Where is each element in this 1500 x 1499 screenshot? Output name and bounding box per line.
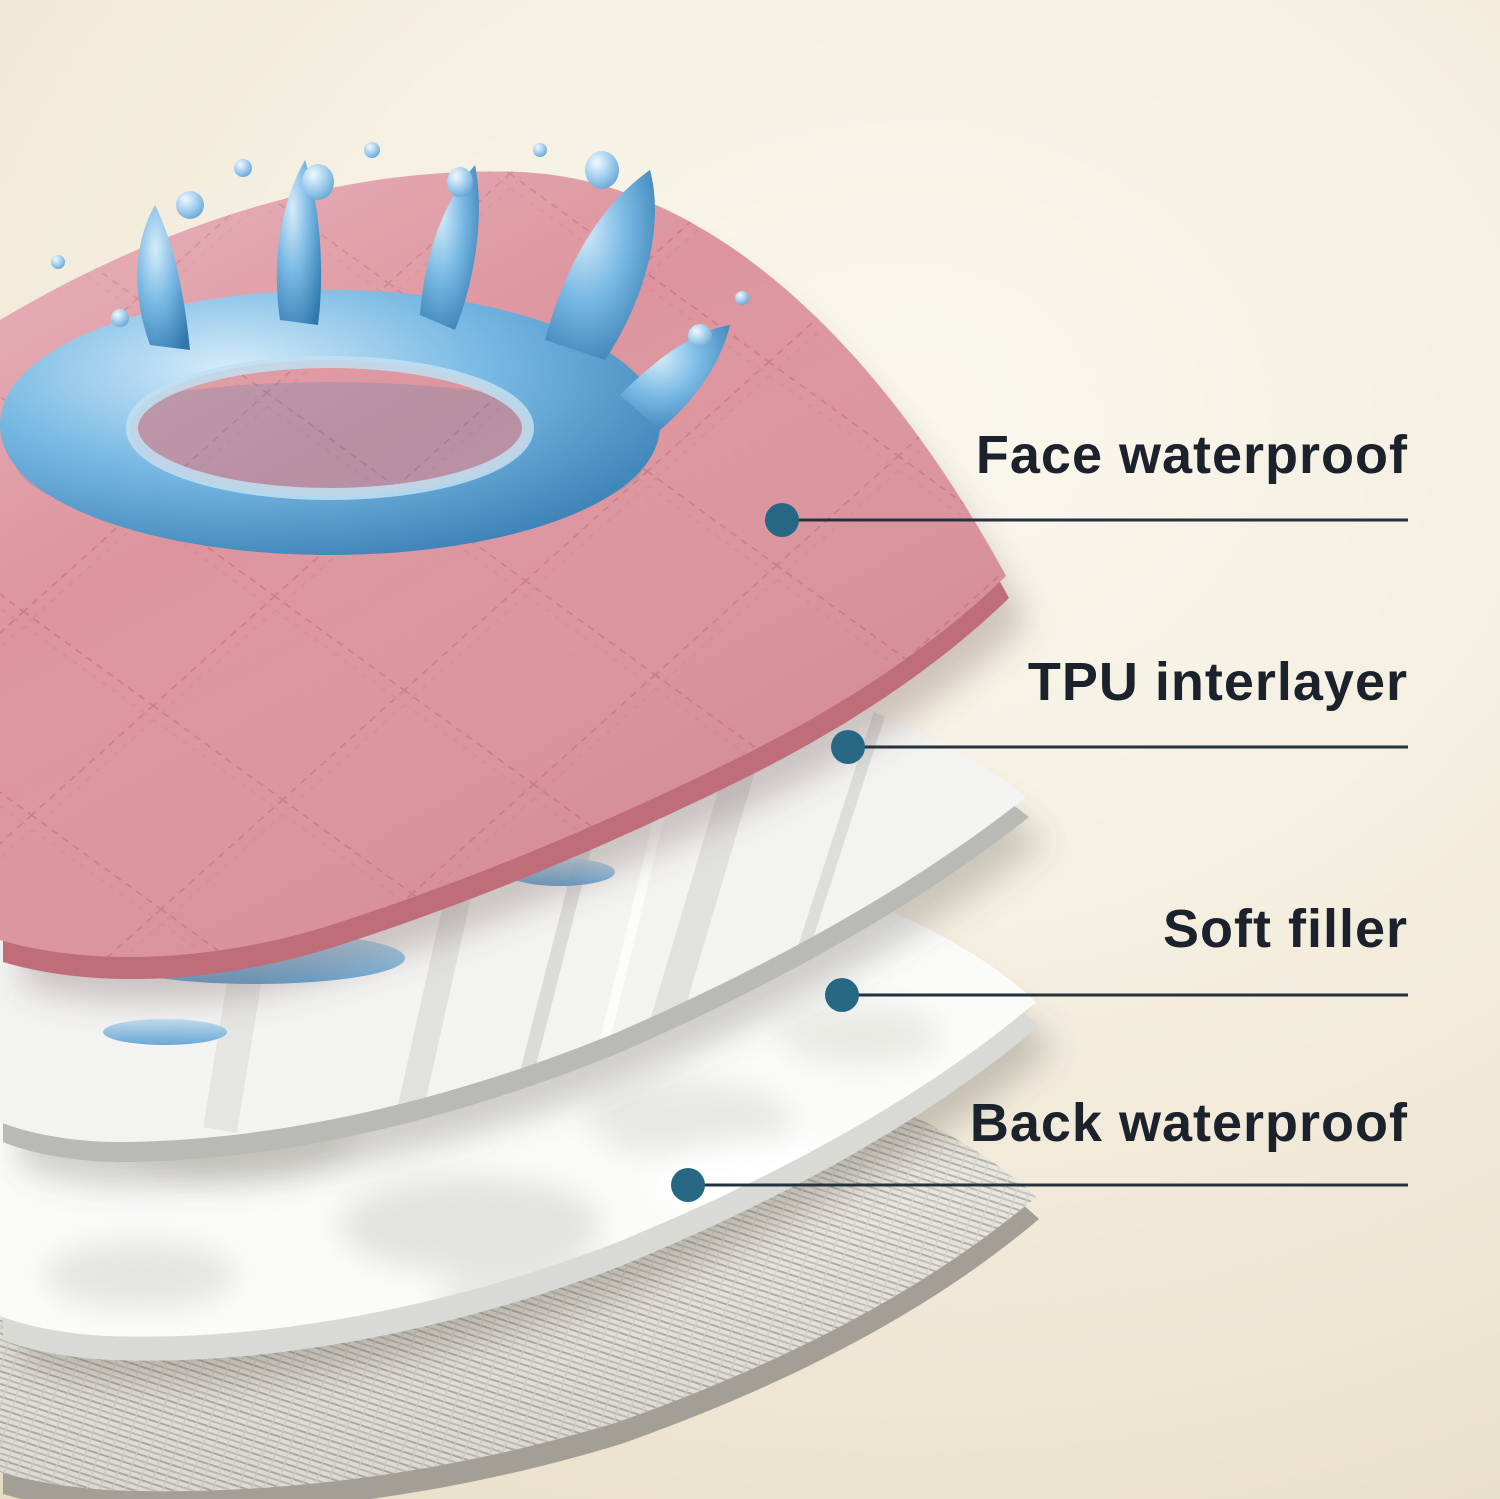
callout-face-waterproof bbox=[765, 503, 1408, 537]
callout-back-waterproof bbox=[671, 1168, 1408, 1202]
callout-dot bbox=[831, 730, 865, 764]
label-tpu-interlayer: TPU interlayer bbox=[1027, 652, 1408, 712]
label-soft-filler: Soft filler bbox=[1162, 899, 1408, 959]
label-back-waterproof: Back waterproof bbox=[969, 1093, 1408, 1153]
callout-tpu-interlayer bbox=[831, 730, 1408, 764]
callout-dot bbox=[671, 1168, 705, 1202]
water-droplets bbox=[51, 142, 749, 348]
callout-soft-filler bbox=[825, 978, 1408, 1012]
label-face-waterproof: Face waterproof bbox=[975, 425, 1408, 485]
callout-dot bbox=[765, 503, 799, 537]
water-splash-illustration bbox=[0, 142, 749, 555]
callout-dot bbox=[825, 978, 859, 1012]
